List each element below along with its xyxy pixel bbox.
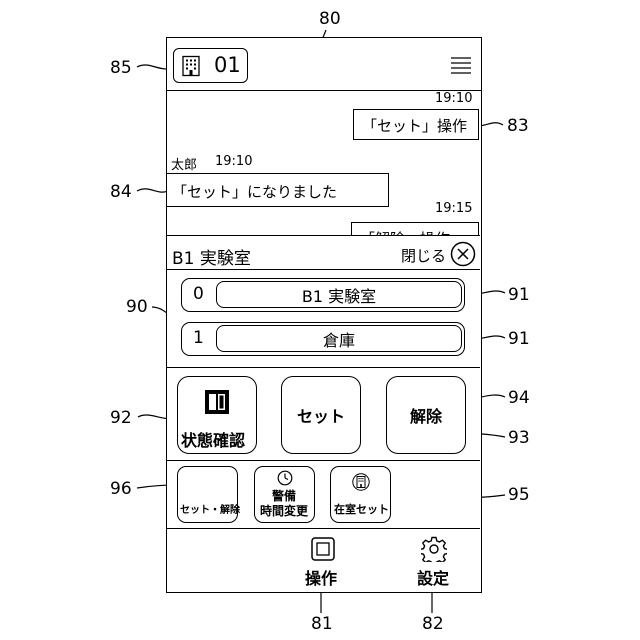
room-index: 1 [193, 328, 204, 348]
ref-95: 95 [508, 485, 530, 505]
building-icon [352, 473, 370, 491]
ref-96: 96 [110, 479, 132, 499]
guard-time-line2: 時間変更 [260, 502, 308, 519]
ref-92: 92 [110, 408, 132, 428]
msg2-time: 19:10 [215, 154, 252, 169]
release-button[interactable]: 解除 [386, 376, 466, 454]
ref-80: 80 [319, 9, 341, 29]
hamburger-menu-icon[interactable] [450, 56, 472, 74]
room-list-divider [167, 367, 480, 368]
clock-icon [277, 470, 293, 486]
ref-93: 93 [508, 428, 530, 448]
room-index: 0 [193, 284, 204, 304]
panel-title: B1 実験室 [172, 244, 251, 269]
status-check-button[interactable]: 状態確認 [177, 376, 257, 454]
occupied-set-label: 在室セット [334, 501, 389, 517]
room-name: B1 実験室 [216, 281, 462, 308]
msg2-sender: 太郎 [171, 154, 197, 173]
msg2-text: 「セット」になりました [172, 181, 337, 202]
msg1-time: 19:10 [435, 91, 472, 106]
room-number: 01 [214, 53, 241, 77]
room-selector[interactable]: 01 [173, 48, 248, 83]
room-panel: B1 実験室 閉じる 0 B1 実験室 1 倉庫 [167, 235, 480, 593]
buttons-divider [167, 460, 480, 461]
room-list-item[interactable]: 1 倉庫 [181, 322, 465, 356]
msg3-time: 19:15 [435, 201, 472, 216]
set-release-label: セット・解除 [180, 501, 240, 516]
msg1-bubble: 「セット」操作 [353, 109, 479, 140]
ref-94: 94 [508, 388, 530, 408]
ref-90: 90 [126, 297, 148, 317]
ref-85: 85 [110, 58, 132, 78]
ref-84: 84 [110, 182, 132, 202]
close-label[interactable]: 閉じる [401, 245, 446, 266]
ref-91-first: 91 [508, 285, 530, 305]
tab-operate-label: 操作 [305, 565, 337, 589]
msg1-text: 「セット」操作 [362, 115, 467, 136]
small-buttons-divider [167, 528, 480, 529]
ref-83: 83 [507, 116, 529, 136]
phone-screen: 01 19:10 「セット」操作 太郎 19:10 「セット」になりました 19… [166, 37, 482, 593]
status-check-label: 状態確認 [181, 427, 245, 451]
guard-time-change-button[interactable]: 警備 時間変更 [254, 466, 315, 523]
ref-81: 81 [311, 614, 333, 634]
panel-title-divider [167, 269, 480, 270]
tab-settings-label: 設定 [417, 565, 449, 589]
room-list-item[interactable]: 0 B1 実験室 [181, 278, 465, 312]
header-divider [167, 90, 481, 91]
gear-icon [421, 536, 447, 562]
ref-82: 82 [422, 614, 444, 634]
room-name: 倉庫 [216, 325, 462, 352]
msg2-bubble: 「セット」になりました [166, 173, 389, 207]
tab-settings[interactable]: 設定 [407, 535, 463, 591]
close-circle-icon[interactable] [450, 241, 476, 267]
occupied-set-button[interactable]: 在室セット [330, 466, 391, 523]
ref-91-second: 91 [508, 329, 530, 349]
door-icon [204, 389, 230, 415]
building-icon [180, 55, 202, 77]
set-button[interactable]: セット [281, 376, 361, 454]
square-icon [311, 537, 335, 561]
tab-operate[interactable]: 操作 [295, 535, 351, 591]
set-release-button[interactable]: セット・解除 [177, 466, 238, 523]
